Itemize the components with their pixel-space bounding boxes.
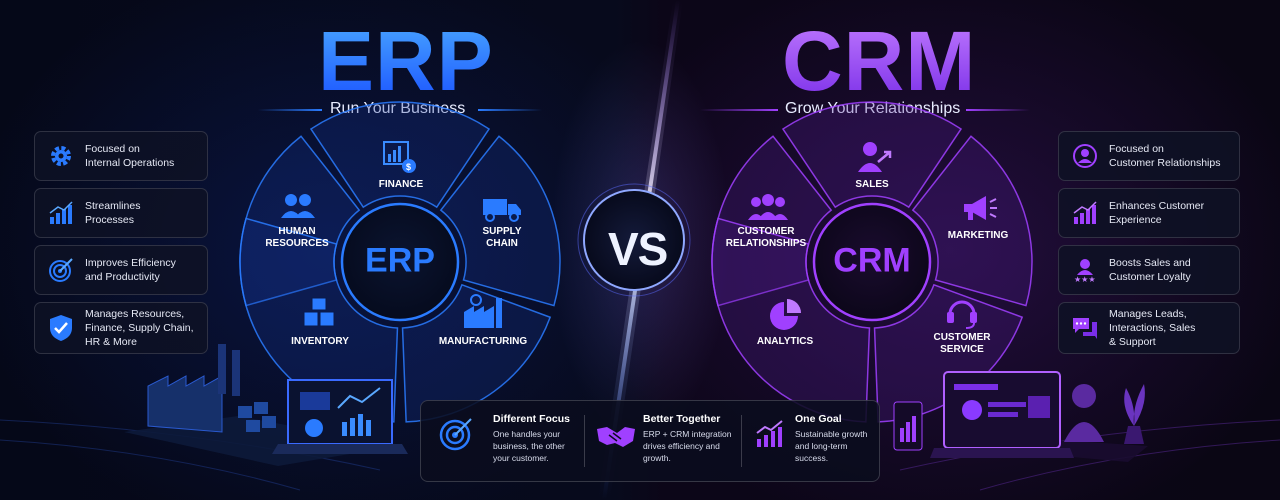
svg-text:$: $	[406, 162, 411, 172]
erp-title: ERP	[318, 14, 494, 108]
crm-wheel-hub	[812, 202, 932, 322]
summary-box: Different Focus One handles your busines…	[420, 400, 880, 482]
factory-laptop-illustration	[124, 344, 408, 466]
summary-divider	[741, 415, 742, 467]
summary-desc: One handles your business, the other you…	[493, 429, 565, 463]
factory-icon	[464, 294, 502, 328]
erp-card-text: Manages Resources, Finance, Supply Chain…	[85, 308, 194, 348]
crm-card-text: Manages Leads, Interactions, Sales & Sup…	[1109, 308, 1196, 348]
erp-card-text: Improves Efficiency and Productivity	[85, 257, 176, 283]
summary-title: Better Together	[643, 413, 721, 425]
crm-segment-marketing: MARKETING	[947, 230, 1009, 241]
erp-card-internal-operations: Focused on Internal Operations	[34, 131, 208, 181]
crm-card-text: Focused on Customer Relationships	[1109, 143, 1221, 169]
erp-segment-finance: FINANCE	[378, 179, 424, 190]
people-icon	[281, 194, 315, 218]
crm-card-loyalty: ★★★ Boosts Sales and Customer Loyalty	[1058, 245, 1240, 295]
erp-segment-manufacturing-shape	[401, 283, 552, 423]
crm-wheel	[711, 101, 1033, 423]
crm-segment-customer-relationships: CUSTOMER RELATIONSHIPS	[725, 226, 807, 249]
bar-chart-icon	[1069, 197, 1101, 229]
summary-desc: ERP + CRM integration drives efficiency …	[643, 429, 732, 463]
truck-icon	[483, 199, 521, 222]
erp-subtitle-line-left	[258, 109, 322, 111]
erp-card-streamlines: Streamlines Processes	[34, 188, 208, 238]
crm-subtitle-line-left	[700, 109, 778, 111]
crm-segment-marketing-shape	[911, 135, 1033, 307]
pie-chart-icon	[770, 299, 801, 330]
erp-wheel-hub	[340, 202, 460, 322]
finance-icon: $	[383, 141, 416, 173]
handshake-icon	[597, 427, 635, 447]
crm-hub-label: CRM	[833, 241, 911, 280]
target-icon	[439, 418, 472, 451]
svg-text:★★★: ★★★	[1074, 275, 1096, 283]
summary-one-goal: One Goal Sustainable growth and long-ter…	[795, 413, 867, 464]
summary-better-together: Better Together ERP + CRM integration dr…	[643, 413, 731, 464]
headset-icon	[947, 300, 977, 329]
crm-segment-customer-service-shape	[873, 283, 1024, 423]
crm-title: CRM	[782, 14, 977, 108]
crm-card-text: Boosts Sales and Customer Loyalty	[1109, 257, 1191, 283]
vs-circle-halo	[577, 183, 691, 297]
crm-card-text: Enhances Customer Experience	[1109, 200, 1205, 226]
vs-label: VS	[608, 223, 668, 275]
summary-different-focus: Different Focus One handles your busines…	[493, 413, 570, 464]
growth-chart-icon	[756, 420, 783, 447]
summary-desc: Sustainable growth and long-term success…	[795, 429, 868, 463]
boxes-icon	[303, 297, 335, 327]
target-icon	[45, 254, 77, 286]
erp-segment-manufacturing: MANUFACTURING	[438, 336, 528, 347]
gear-icon	[45, 140, 77, 172]
crm-devices-illustration	[893, 371, 1148, 462]
crm-card-manages-leads: Manages Leads, Interactions, Sales & Sup…	[1058, 302, 1240, 354]
customer-group-icon	[748, 194, 788, 220]
erp-subtitle-line-right	[478, 109, 542, 111]
megaphone-icon	[964, 196, 997, 220]
erp-segment-human-resources: HUMAN RESOURCES	[265, 226, 329, 249]
crm-card-experience: Enhances Customer Experience	[1058, 188, 1240, 238]
summary-title: Different Focus	[493, 413, 571, 425]
erp-segment-supply-chain: SUPPLY CHAIN	[482, 226, 522, 249]
crm-card-customer-relationships: Focused on Customer Relationships	[1058, 131, 1240, 181]
summary-divider	[584, 415, 585, 467]
bar-chart-icon	[45, 197, 77, 229]
person-stars-icon: ★★★	[1069, 254, 1101, 286]
erp-hub-label: ERP	[365, 241, 435, 280]
erp-wheel	[239, 101, 561, 423]
crm-segment-customer-service: CUSTOMER SERVICE	[933, 332, 991, 355]
erp-card-text: Streamlines Processes	[85, 200, 141, 226]
crm-subtitle: Grow Your Relationships	[785, 100, 960, 118]
crm-segment-sales: SALES	[855, 179, 889, 190]
erp-segment-inventory: INVENTORY	[291, 336, 349, 347]
crm-segment-analytics: ANALYTICS	[756, 336, 814, 347]
sales-icon	[858, 142, 892, 172]
erp-card-manages-resources: Manages Resources, Finance, Supply Chain…	[34, 302, 208, 354]
vs-circle	[583, 189, 685, 291]
erp-card-efficiency: Improves Efficiency and Productivity	[34, 245, 208, 295]
summary-title: One Goal	[795, 413, 842, 425]
shield-check-icon	[45, 312, 77, 344]
crm-subtitle-line-right	[966, 109, 1030, 111]
person-circle-icon	[1069, 140, 1101, 172]
erp-card-text: Focused on Internal Operations	[85, 143, 175, 169]
chat-icon	[1069, 312, 1101, 344]
erp-segment-supply-chain-shape	[439, 135, 561, 307]
